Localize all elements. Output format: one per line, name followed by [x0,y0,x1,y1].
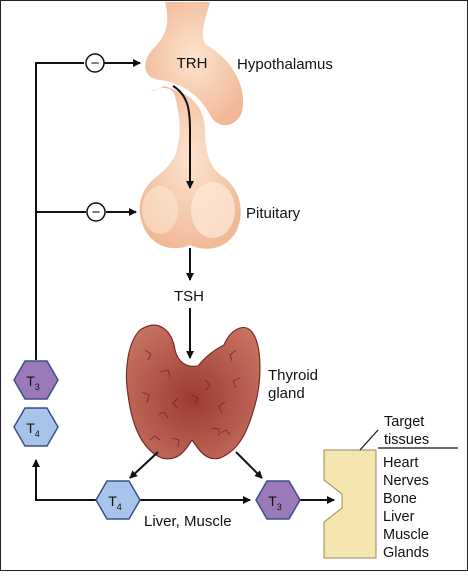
thyroid-label-line2: gland [268,385,305,402]
inhibit-circle-pituitary: − [86,202,106,222]
thyroid-gland-shape [125,324,261,460]
t3-hexagon-bottom: T3 [255,480,301,520]
target-leader-line [359,429,379,451]
tsh-label: TSH [174,288,204,305]
target-tissue-item: Bone [383,491,417,507]
t4-hexagon-bottom: T4 [95,480,141,520]
t4-label: T4 [26,420,40,439]
feedback-loop [35,59,141,360]
feedback-line-left [35,62,84,360]
target-label-line1: Target [384,414,424,430]
target-tissue-item: Glands [383,545,429,561]
trh-label: TRH [177,55,208,72]
target-tissue-item: Muscle [383,527,429,543]
thyroid-label-line1: Thyroid [268,367,318,384]
hypothalamus-label: Hypothalamus [237,56,333,73]
t3-label: T3 [26,373,40,392]
thyroid-to-t3-arrow [235,451,263,479]
t3-label: T3 [268,493,282,512]
target-tissue-item: Nerves [383,473,429,489]
inhibit-circle-hypothalamus: − [85,53,105,73]
target-tissue-item: Liver [383,509,415,525]
t4-return-arrow [32,459,96,501]
thyroid-to-t4-arrow [129,451,159,479]
t4-hexagon-left: T4 [13,407,59,447]
inhibit-symbol: − [92,204,101,221]
t4-label: T4 [108,493,122,512]
target-tissue-item: Heart [383,455,418,471]
pituitary-label: Pituitary [246,205,301,222]
liver-muscle-label: Liver, Muscle [144,513,232,530]
trh-arrow [172,85,194,189]
inhibit-symbol: − [91,55,100,72]
target-label-line2: tissues [384,432,429,448]
t3-hexagon-left: T3 [13,360,59,400]
hypothalamus-shape [145,2,244,126]
target-tissue-list: Heart Nerves Bone Liver Muscle Glands [383,455,429,561]
target-tissue-box [323,449,377,559]
